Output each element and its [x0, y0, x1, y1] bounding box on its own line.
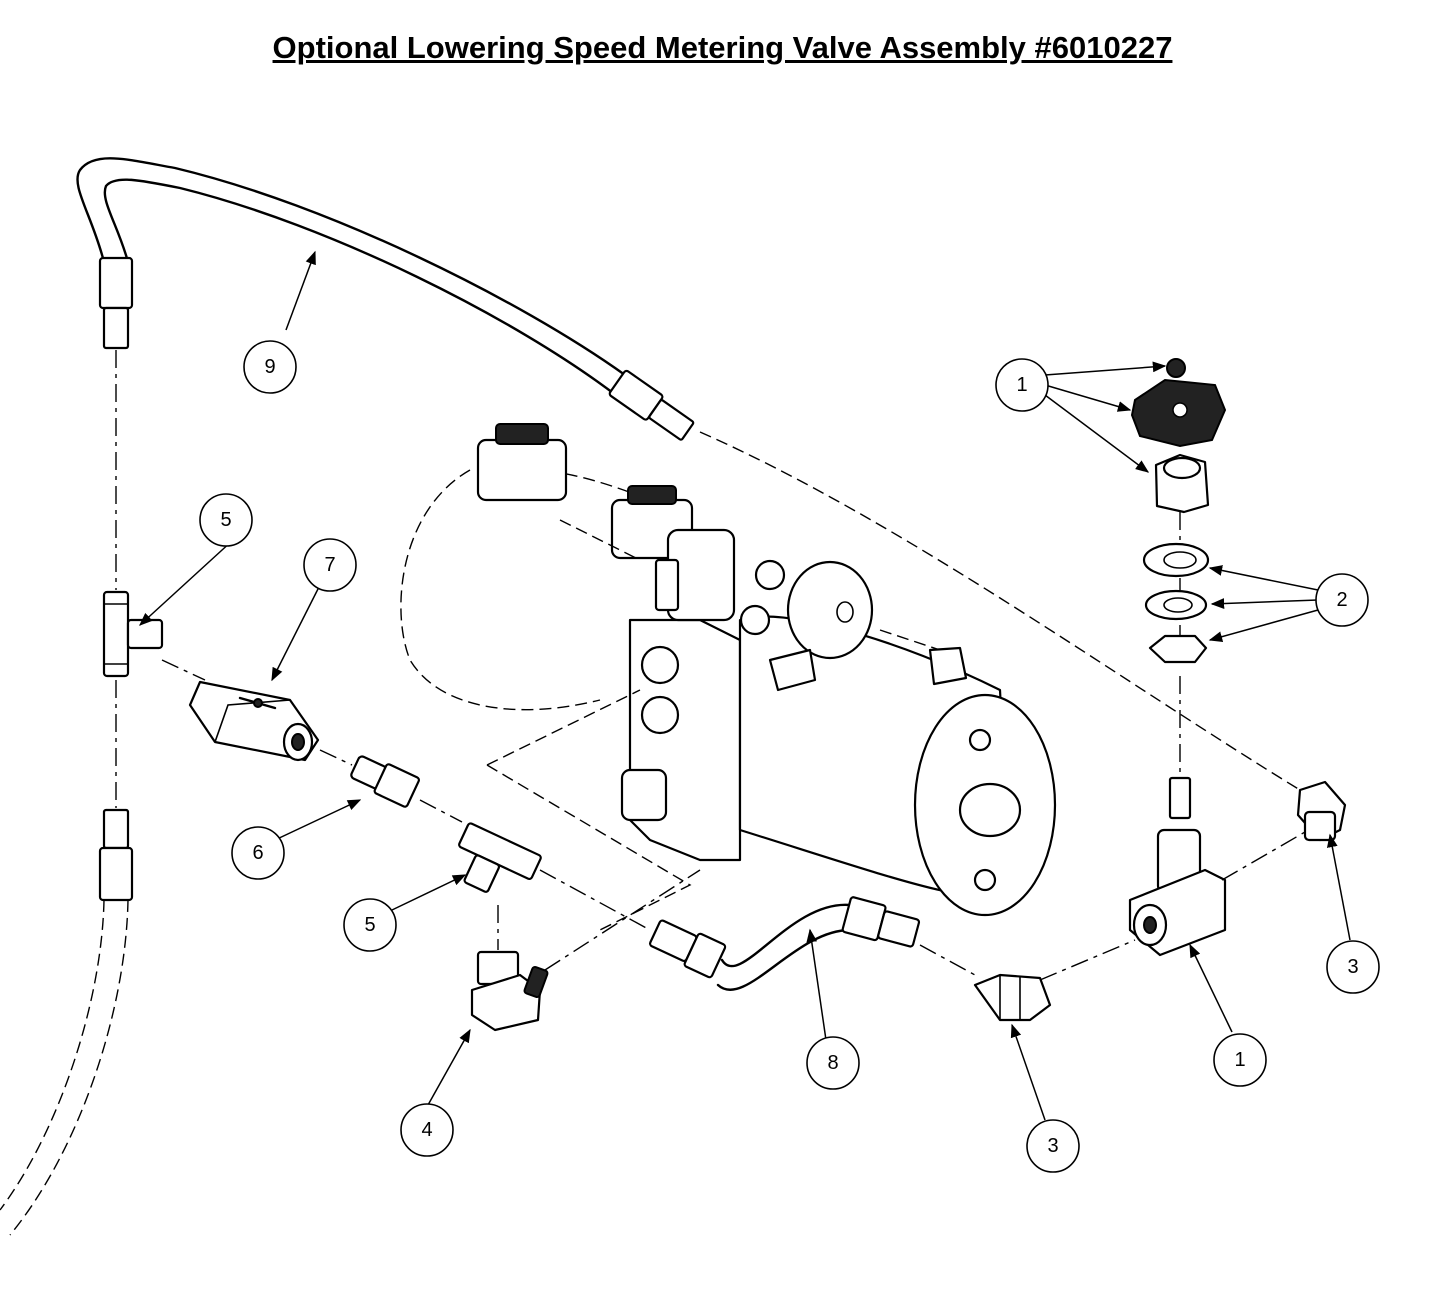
- callout-4: 4: [400, 1103, 454, 1157]
- callout-1-top: 1: [995, 358, 1049, 412]
- hose-9: [76, 157, 695, 441]
- metering-valve-1: [1128, 358, 1306, 957]
- callout-3-right: 3: [1326, 940, 1380, 994]
- tee-fitting-left: [102, 590, 164, 678]
- callout-1-bottom: 1: [1213, 1033, 1267, 1087]
- hose-lower-left: [0, 808, 134, 1236]
- leaders: [139, 250, 1351, 1121]
- callout-7-label: 7: [324, 554, 335, 576]
- callout-3-bottom: 3: [1026, 1119, 1080, 1173]
- callout-9: 9: [243, 340, 297, 394]
- callout-2-label: 2: [1336, 589, 1347, 611]
- hose-8: [649, 896, 976, 992]
- callout-1-bottom-label: 1: [1234, 1049, 1245, 1071]
- elbow-fitting-4: [470, 869, 701, 1032]
- callout-5-middle: 5: [343, 898, 397, 952]
- callout-5-left: 5: [199, 493, 253, 547]
- elbow-fitting-3-bottom: [973, 939, 1136, 1022]
- tee-fitting-middle: [458, 822, 651, 950]
- callout-9-label: 9: [264, 356, 275, 378]
- callout-6-label: 6: [252, 842, 263, 864]
- adapter-6: [319, 749, 463, 823]
- callout-7: 7: [303, 538, 357, 592]
- callout-5-middle-label: 5: [364, 914, 375, 936]
- hose-route-line: [699, 431, 1301, 791]
- callout-4-label: 4: [421, 1119, 432, 1141]
- callout-3-bottom-label: 3: [1047, 1135, 1058, 1157]
- diagram-title: Optional Lowering Speed Metering Valve A…: [272, 30, 1173, 65]
- callout-8-label: 8: [827, 1052, 838, 1074]
- elbow-fitting-3-right: [1296, 780, 1347, 842]
- check-valve-7: [161, 659, 320, 762]
- callout-5-left-label: 5: [220, 509, 231, 531]
- power-unit: [400, 423, 1057, 931]
- callout-3-right-label: 3: [1347, 956, 1358, 978]
- callout-8: 8: [806, 1036, 860, 1090]
- callout-2: 2: [1315, 573, 1369, 627]
- callout-6: 6: [231, 826, 285, 880]
- callout-1-top-label: 1: [1016, 374, 1027, 396]
